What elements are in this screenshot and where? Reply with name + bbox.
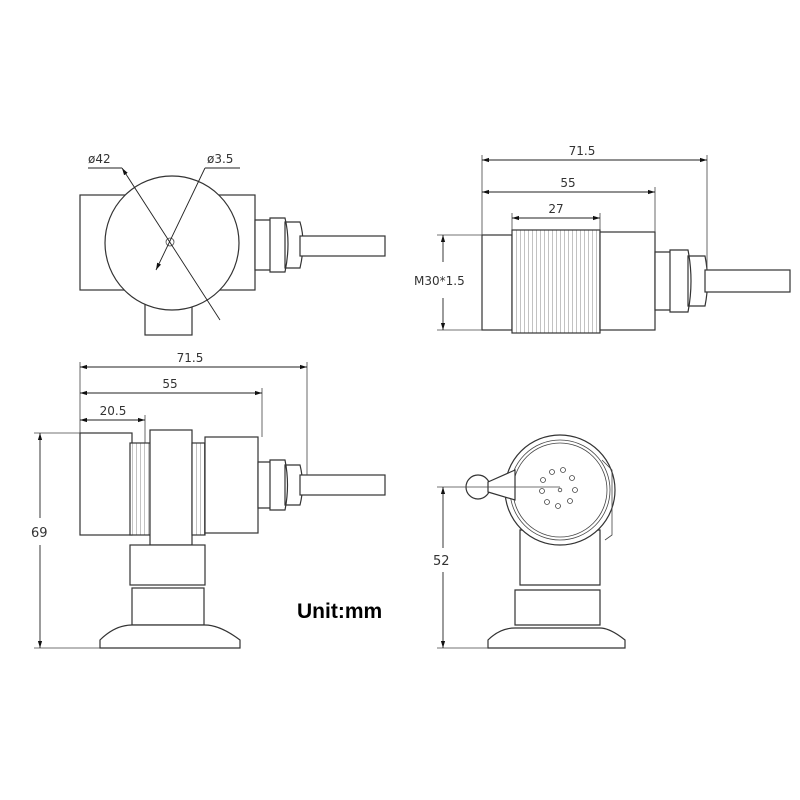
thread-length-label: 27	[548, 202, 563, 216]
side-view-bottom: 71.5 55 20.5 69	[31, 351, 386, 649]
diameter-42-label: ø42	[88, 152, 111, 166]
side-view-top: 71.5 55 27 M30*1.5	[414, 144, 791, 334]
vent-holes-icon	[539, 467, 578, 509]
thread-length-label-2: 20.5	[100, 404, 127, 418]
thread-spec-label: M30*1.5	[414, 274, 465, 288]
unit-label: Unit:mm	[297, 600, 382, 623]
end-view-bottom: 52	[433, 434, 626, 649]
overall-length-label: 71.5	[569, 144, 596, 158]
body-length-label-2: 55	[162, 377, 177, 391]
hole-icon	[165, 237, 175, 247]
front-view: ø42 ø3.5	[79, 152, 386, 336]
height-69-label: 69	[31, 526, 48, 541]
body-length-label: 55	[560, 176, 575, 190]
overall-length-label-2: 71.5	[177, 351, 204, 365]
diameter-3-5-label: ø3.5	[207, 152, 233, 166]
height-52-label: 52	[433, 554, 450, 569]
